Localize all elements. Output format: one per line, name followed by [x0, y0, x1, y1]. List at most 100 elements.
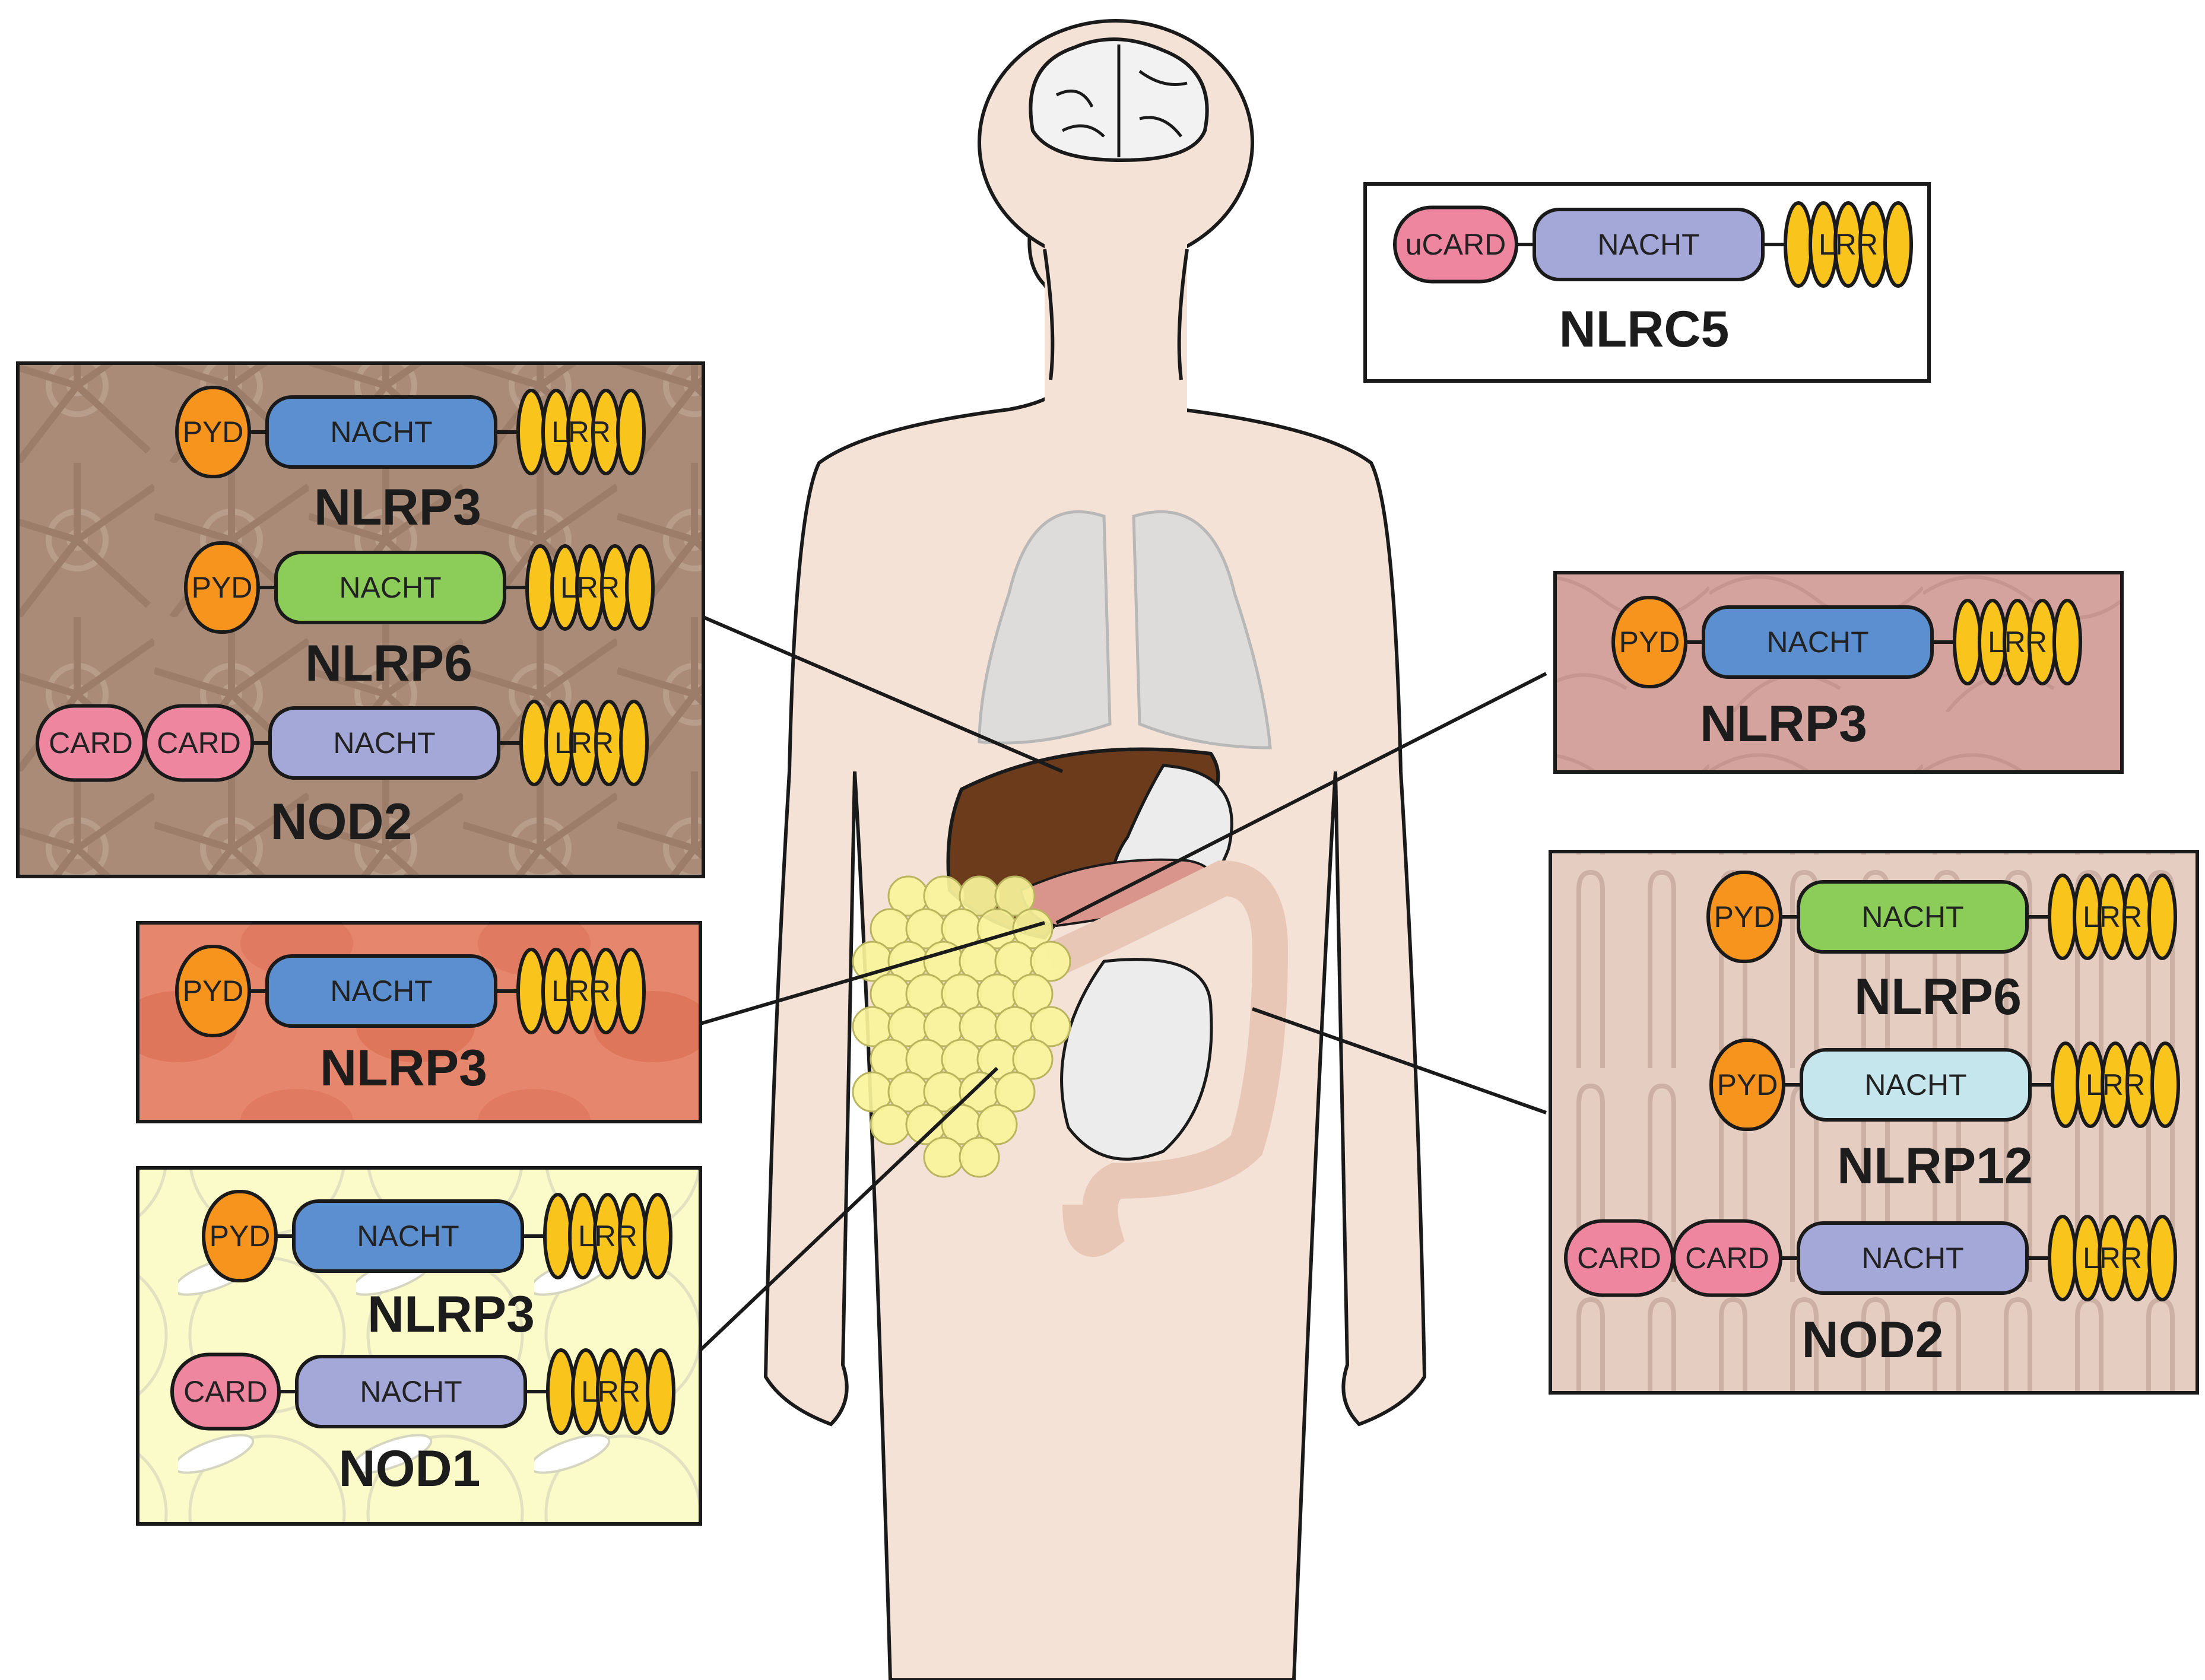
- leader-pancreas: [1055, 672, 1547, 925]
- domain-label: LRR: [1819, 228, 1878, 261]
- domain-label: CARD: [49, 726, 133, 760]
- protein-name: NOD2: [1802, 1311, 1944, 1368]
- fat-droplet: [923, 1136, 965, 1178]
- domain-label: PYD: [1619, 625, 1680, 659]
- nacht-domain: NACHT: [1797, 1221, 2029, 1295]
- domain-label: PYD: [183, 974, 244, 1008]
- domain-label: LRR: [578, 1219, 637, 1253]
- protein-nlrp6: PYD NACHT LRR NLRP6: [1706, 871, 2177, 1025]
- domain-label: CARD: [1577, 1241, 1661, 1275]
- lrr-repeat: [519, 700, 549, 786]
- protein-name: NOD2: [271, 793, 413, 850]
- lrr-repeat: [2147, 1215, 2177, 1301]
- lrr-domain: LRR: [2051, 1041, 2180, 1128]
- lrr-repeat: [2052, 599, 2082, 685]
- protein-nlrp3: PYD NACHT LRR NLRP3: [175, 945, 646, 1097]
- domain-label: PYD: [1714, 900, 1775, 933]
- pyd-domain: PYD: [1706, 871, 1782, 963]
- nacht-domain: NACHT: [292, 1199, 524, 1273]
- lungs: [978, 510, 1272, 750]
- lrr-repeat: [543, 1193, 573, 1279]
- card-domain: CARD: [170, 1352, 281, 1431]
- lrr-repeat: [625, 544, 655, 631]
- panel-pancreas: PYD NACHT LRR NLRP3: [1553, 571, 2124, 774]
- fat-droplet: [870, 1104, 911, 1145]
- lrr-repeat: [2048, 1215, 2077, 1301]
- pyd-domain: PYD: [1611, 596, 1687, 688]
- fat-droplet: [959, 1136, 1000, 1178]
- domain-label: NACHT: [1766, 625, 1868, 659]
- lrr-domain: LRR: [516, 948, 646, 1034]
- domain-label: CARD: [1685, 1241, 1769, 1275]
- domain-label: NACHT: [330, 415, 432, 449]
- domain-label: CARD: [183, 1375, 268, 1408]
- domain-label: NACHT: [1861, 1241, 1963, 1275]
- leader-adipose: [699, 1066, 999, 1352]
- leader-lines: [699, 615, 1547, 1352]
- card-domain: CARD: [36, 704, 146, 782]
- lrr-domain: LRR: [516, 389, 646, 475]
- fat-droplet: [1012, 908, 1054, 949]
- domain-label: LRR: [560, 571, 620, 604]
- protein-name: NLRP3: [320, 1040, 487, 1097]
- domain-label: LRR: [2083, 1241, 2142, 1275]
- lrr-repeat: [1953, 599, 1982, 685]
- ucard-domain: uCARD: [1393, 205, 1518, 284]
- card-domain: CARD: [1672, 1219, 1782, 1297]
- pyd-domain: PYD: [175, 945, 251, 1037]
- lrr-repeat: [516, 389, 546, 475]
- protein-name: NLRP3: [1700, 695, 1867, 752]
- human-body: [763, 19, 1427, 1680]
- protein-nod2: CARD CARD NACHT LRR NOD2: [1564, 1215, 2177, 1368]
- lrr-repeat: [2051, 1041, 2080, 1128]
- domain-label: NACHT: [330, 974, 432, 1008]
- colon: [1043, 860, 1289, 1257]
- panel-blood: PYD NACHT LRR NLRP3: [136, 921, 702, 1123]
- fat-droplet: [976, 1104, 1018, 1145]
- nacht-domain: NACHT: [295, 1355, 527, 1428]
- lrr-domain: LRR: [519, 700, 649, 786]
- domain-label: NACHT: [357, 1219, 459, 1253]
- nacht-domain: NACHT: [268, 706, 500, 780]
- leader-blood: [700, 921, 1045, 1025]
- neck-outline: [1043, 249, 1189, 380]
- pyd-domain: PYD: [202, 1190, 278, 1282]
- nacht-domain: NACHT: [274, 551, 506, 624]
- domain-shape: [36, 704, 146, 782]
- domain-label: NACHT: [1864, 1068, 1966, 1101]
- domain-label: CARD: [157, 726, 241, 760]
- lrr-repeat: [546, 1348, 576, 1435]
- nacht-domain: NACHT: [265, 395, 497, 469]
- lrr-domain: LRR: [1953, 599, 2082, 685]
- brain-folds: [1055, 45, 1188, 157]
- leader-liver: [702, 615, 1064, 773]
- lrr-domain: LRR: [546, 1348, 675, 1435]
- pyd-domain: PYD: [184, 541, 260, 634]
- nacht-domain: NACHT: [1797, 880, 2029, 954]
- lrr-repeat: [1883, 201, 1913, 288]
- domain-label: NACHT: [333, 726, 435, 760]
- domain-label: LRR: [1988, 625, 2047, 659]
- lrr-repeat: [1784, 201, 1813, 288]
- protein-name: NLRP6: [1854, 968, 2022, 1025]
- domain-label: PYD: [192, 571, 253, 604]
- lrr-domain: LRR: [2048, 874, 2177, 960]
- lrr-repeat: [2150, 1041, 2180, 1128]
- domain-shape: [1564, 1219, 1674, 1297]
- protein-nlrp3: PYD NACHT LRR NLRP3: [1611, 596, 2082, 752]
- lrr-repeat: [525, 544, 555, 631]
- fat-droplet: [1030, 1006, 1071, 1047]
- lrr-domain: LRR: [543, 1193, 672, 1279]
- lrr-domain: LRR: [525, 544, 655, 631]
- domain-label: LRR: [551, 974, 611, 1008]
- fat-droplet: [994, 1071, 1036, 1113]
- lrr-repeat: [643, 1193, 672, 1279]
- domain-label: LRR: [551, 415, 611, 449]
- domain-label: NACHT: [1597, 228, 1699, 261]
